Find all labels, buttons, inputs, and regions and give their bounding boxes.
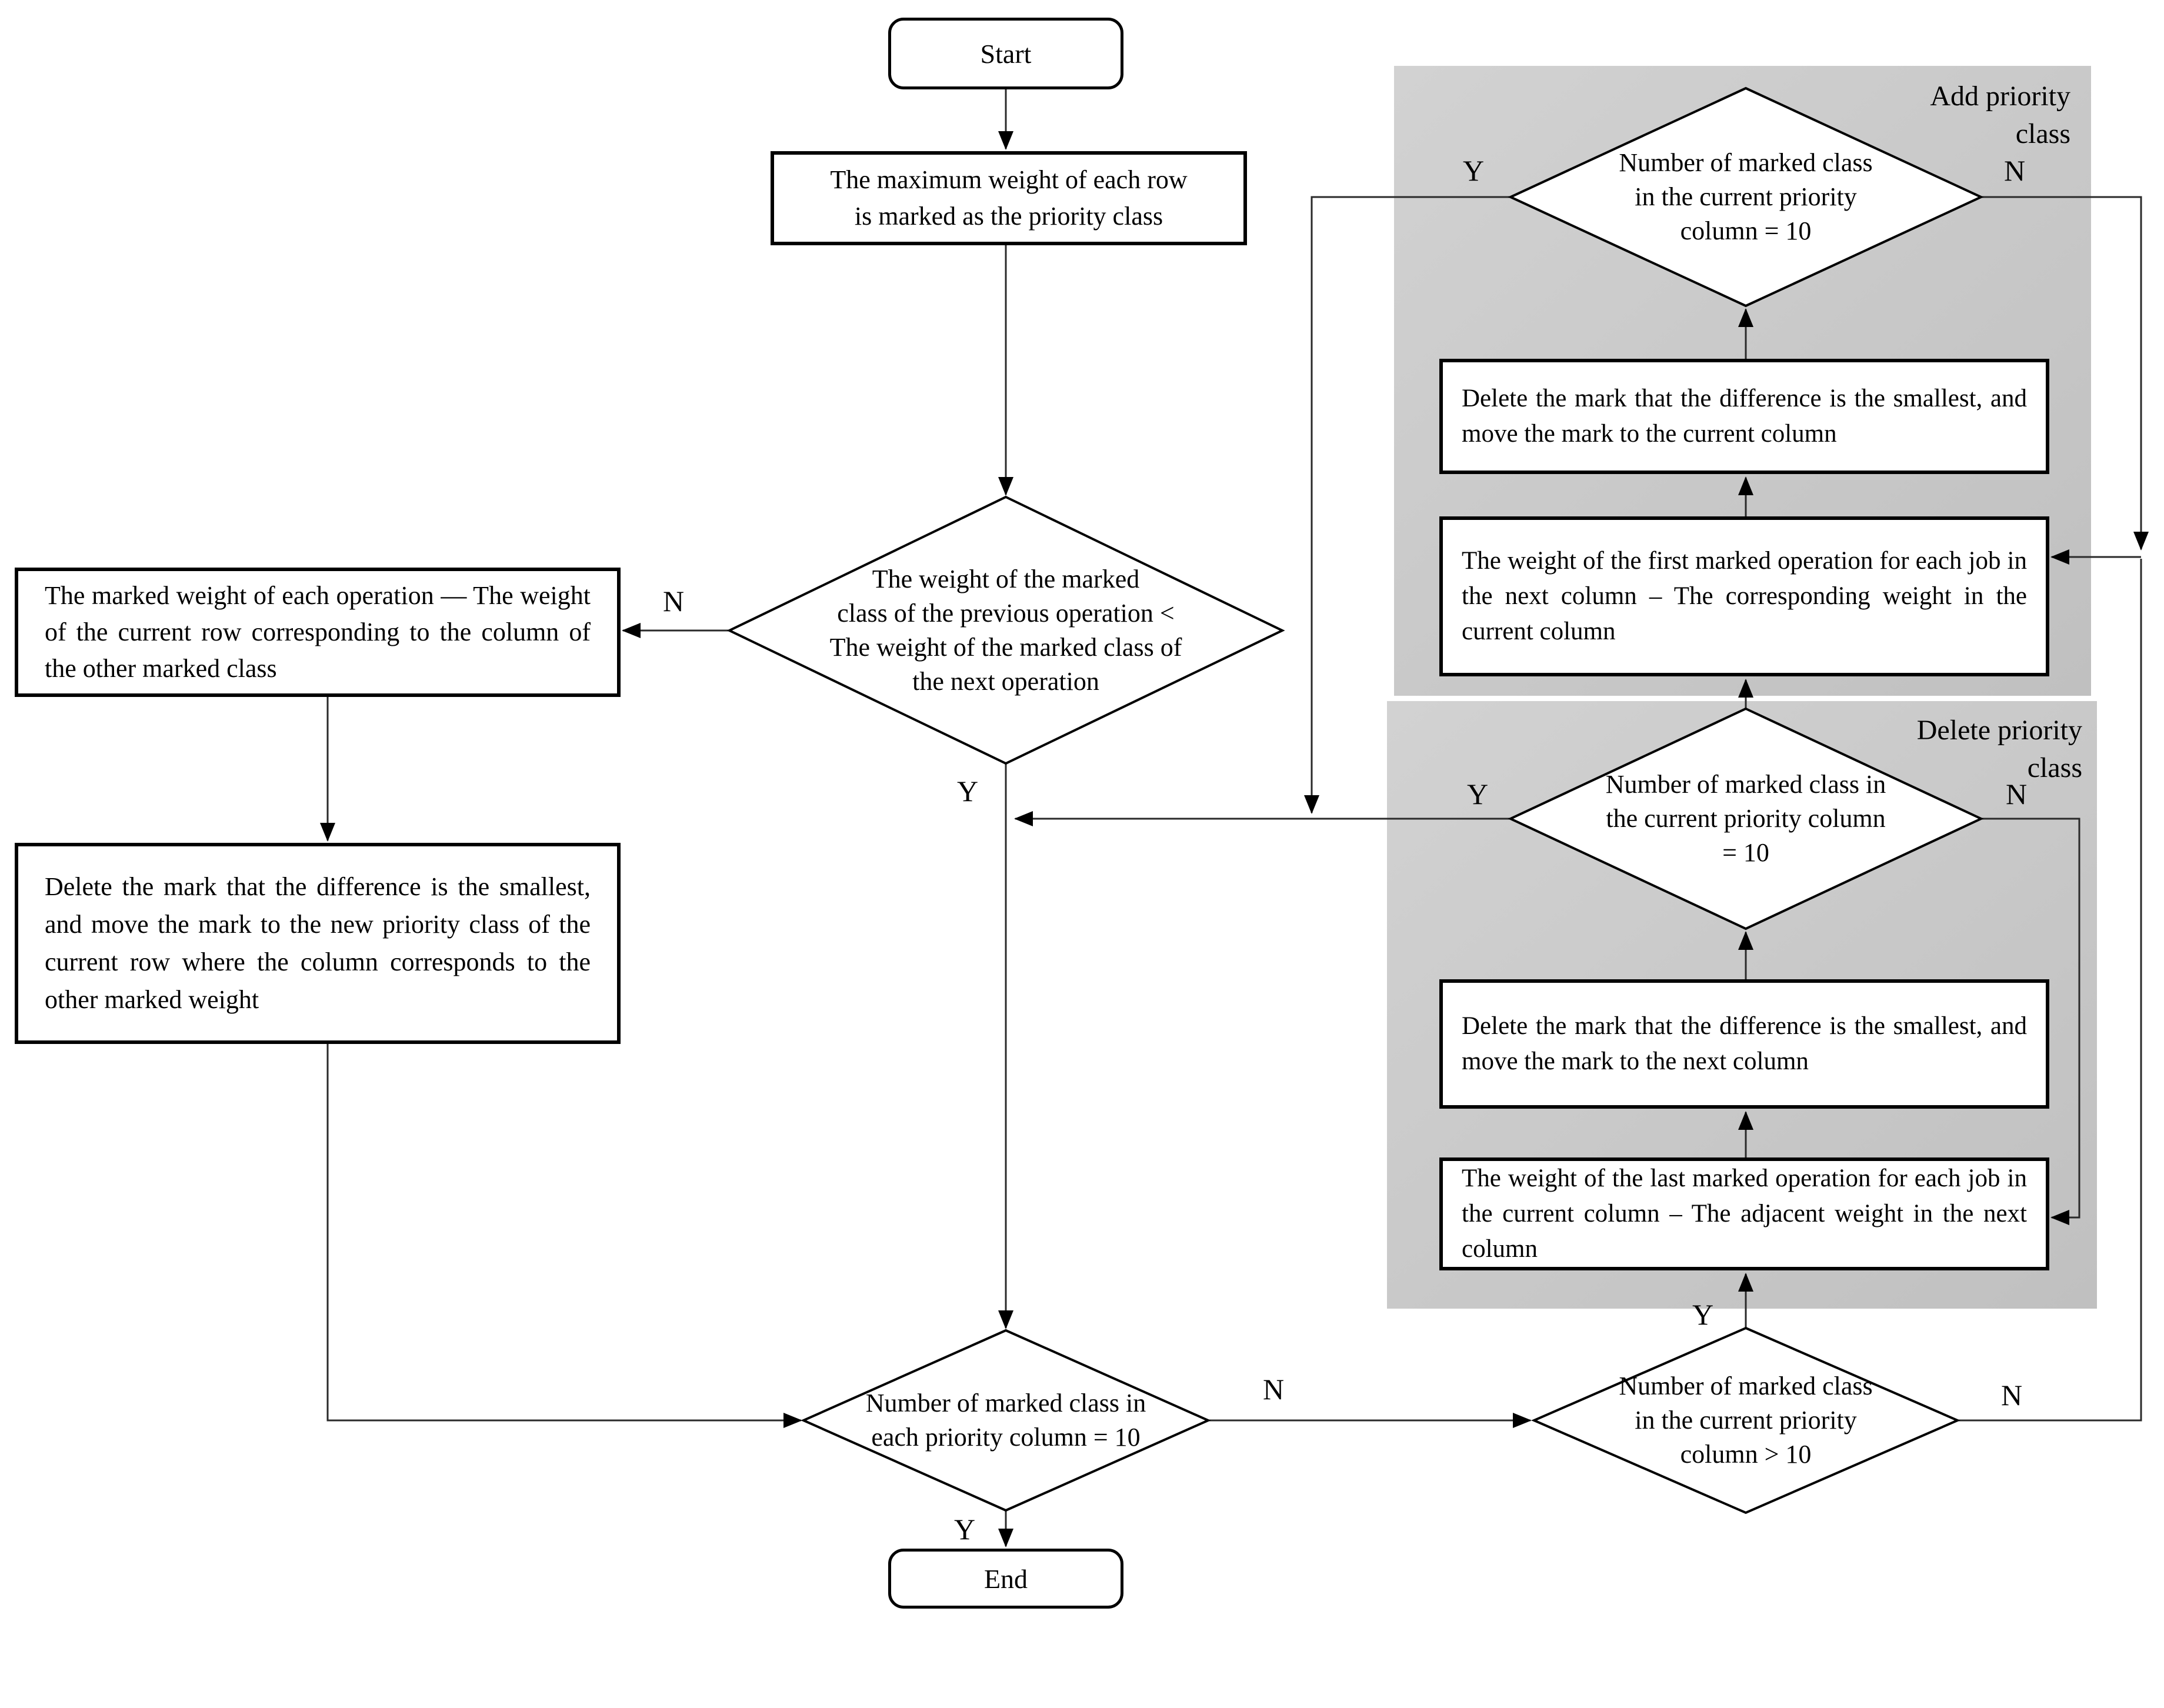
mark-max-weight-box: The maximum weight of each row is marked… <box>771 151 1247 245</box>
add-decision-n-label: N <box>2003 154 2026 187</box>
left-delete-mark-text: Delete the mark that the difference is t… <box>45 872 591 1014</box>
greater-than-decision-diamond <box>1531 1326 1961 1514</box>
delete-diff-box: The weight of the last marked operation … <box>1439 1157 2049 1270</box>
edge-gtdecision-n-up <box>1958 559 2142 1422</box>
start-label: Start <box>980 38 1032 69</box>
delete-decision-text: Number of marked class in the current pr… <box>1605 770 1886 867</box>
greater-than-y-label: Y <box>1692 1298 1714 1331</box>
edge-leftdelete-to-eachdecision <box>326 1044 802 1428</box>
greater-than-decision-text: Number of marked class in the current pr… <box>1619 1372 1873 1469</box>
add-diff-box: The weight of the first marked operation… <box>1439 516 2049 676</box>
delete-priority-class-title: Delete priority class <box>1916 715 2082 783</box>
start-node: Start <box>888 18 1123 89</box>
delete-delete-mark-text: Delete the mark that the difference is t… <box>1462 1012 2027 1075</box>
delete-diff-text: The weight of the last marked operation … <box>1462 1165 2027 1263</box>
each-column-decision-diamond <box>801 1329 1211 1512</box>
delete-decision-diamond <box>1508 707 1984 930</box>
add-decision-text: Number of marked class in the current pr… <box>1619 148 1873 245</box>
left-delete-mark-box: Delete the mark that the difference is t… <box>15 843 621 1044</box>
main-decision-n-label: N <box>662 585 685 618</box>
left-diff-text: The marked weight of each operation — Th… <box>45 581 591 683</box>
greater-than-n-label: N <box>2000 1379 2023 1412</box>
mark-max-weight-text: The maximum weight of each row is marked… <box>830 165 1188 231</box>
edge-adddecision-y-to-mainline <box>1304 196 1511 814</box>
main-decision-y-label: Y <box>956 775 979 808</box>
end-node: End <box>888 1549 1123 1609</box>
add-delete-mark-box: Delete the mark that the difference is t… <box>1439 359 2049 474</box>
edge-adddecision-n-down <box>1981 196 2149 551</box>
edge-deldecision-n-to-deldiff <box>1981 818 2080 1225</box>
left-diff-box: The marked weight of each operation — Th… <box>15 568 621 697</box>
add-decision-y-label: Y <box>1462 154 1485 187</box>
main-decision-text: The weight of the marked class of the pr… <box>829 565 1182 696</box>
add-decision-diamond <box>1508 86 1984 308</box>
each-column-n-label: N <box>1262 1373 1285 1406</box>
delete-delete-mark-box: Delete the mark that the difference is t… <box>1439 979 2049 1109</box>
delete-decision-y-label: Y <box>1466 778 1489 810</box>
delete-decision-n-label: N <box>2005 778 2028 810</box>
add-delete-mark-text: Delete the mark that the difference is t… <box>1462 385 2027 448</box>
add-diff-text: The weight of the first marked operation… <box>1462 547 2027 645</box>
each-column-decision-text: Number of marked class in each priority … <box>865 1389 1146 1452</box>
each-column-y-label: Y <box>953 1513 976 1546</box>
end-label: End <box>983 1563 1028 1594</box>
main-decision-diamond <box>726 495 1285 765</box>
add-priority-class-title: Add priority class <box>1930 81 2070 149</box>
